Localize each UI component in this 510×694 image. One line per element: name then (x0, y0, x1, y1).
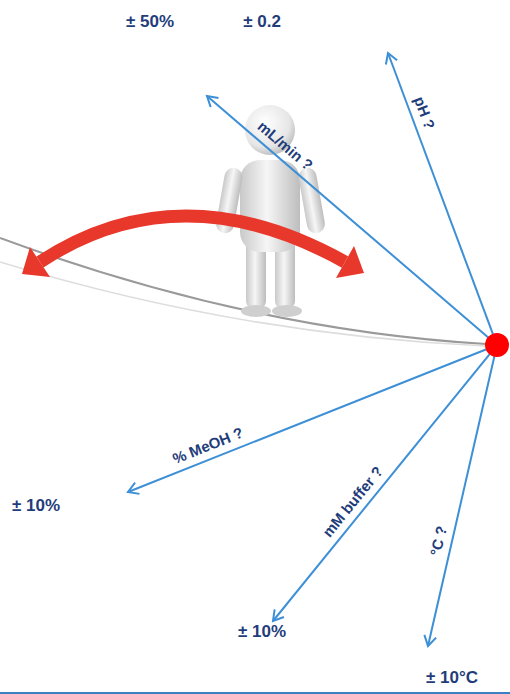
walking-figure (215, 105, 327, 317)
parameter-label: °C ? (427, 524, 450, 557)
parameter-label: pH ? (411, 94, 438, 131)
tolerance-value: ± 10% (12, 497, 60, 516)
tightrope (0, 238, 486, 344)
arrow-head (22, 247, 50, 277)
parameter-label: mM buffer ? (319, 464, 386, 541)
balance-arc (40, 216, 345, 262)
tolerance-value: ± 0.2 (243, 13, 281, 32)
parameter-arrow (273, 353, 491, 621)
origin-dot (485, 333, 509, 357)
tolerance-value: ± 10°C (426, 669, 478, 688)
parameter-arrow (388, 53, 494, 336)
tolerance-value: ± 50% (126, 13, 174, 32)
parameter-label: % MeOH ? (171, 425, 246, 468)
parameter-arrow (207, 96, 489, 338)
parameter-arrow (128, 349, 488, 492)
parameter-arrow (428, 355, 495, 646)
figure-foot (241, 305, 271, 317)
rope-shadow (0, 262, 486, 346)
figure-foot (272, 305, 302, 317)
arrow-head (336, 246, 364, 278)
tolerance-value: ± 10% (238, 623, 286, 642)
balance-arrow (22, 216, 364, 278)
parameter-label: mL/min ? (254, 118, 315, 174)
bottom-rule (0, 692, 510, 694)
